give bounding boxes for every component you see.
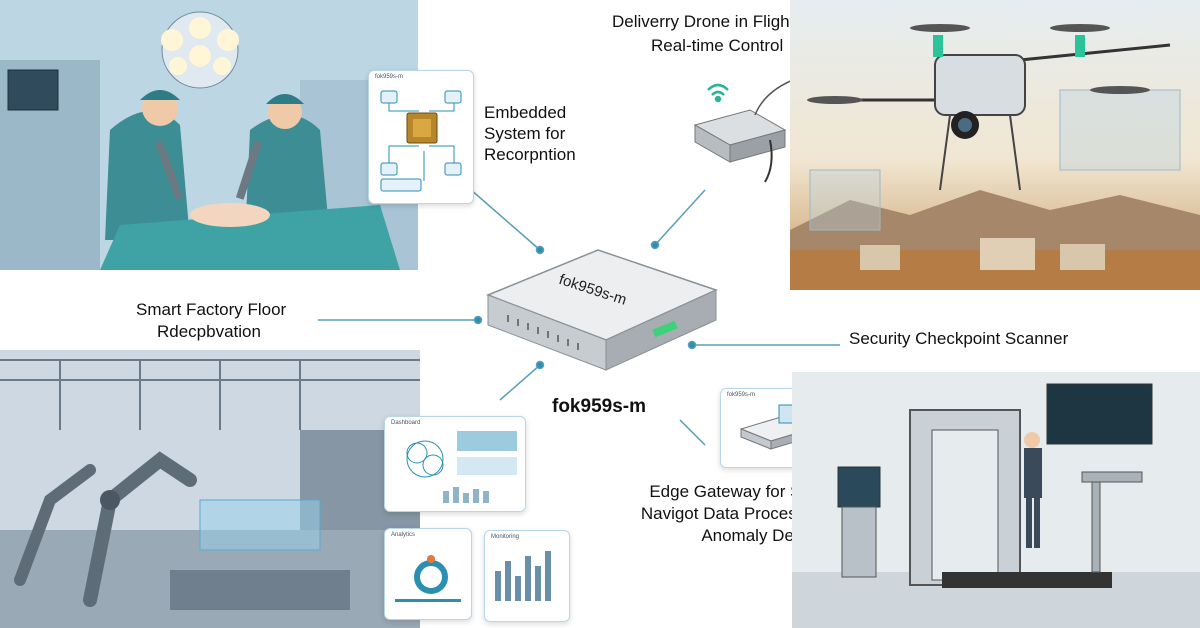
drone-subtitle: Real-time Control [651, 36, 784, 55]
security-title: Security Checkpoint Scanner [849, 329, 1069, 348]
factory-subtitle: Rdecpbvation [157, 322, 261, 341]
drone-panel [790, 0, 1200, 290]
robot-arm-icon [0, 350, 420, 628]
factory-monitoring-card: Monitoring [484, 530, 570, 622]
surgery-panel [0, 0, 418, 270]
network-graph-icon [406, 431, 517, 503]
factory-title: Smart Factory Floor [136, 300, 287, 319]
status-led-icon [652, 320, 678, 338]
drone-title: Deliverry Drone in Flight [612, 12, 795, 31]
wifi-icon [707, 83, 729, 103]
drone-icon [790, 24, 1200, 290]
security-panel [792, 372, 1200, 628]
device-name: fok959s-m [552, 396, 646, 417]
bar-chart-icon [495, 551, 551, 601]
embedded-system-caption: Embedded System for Recorpntion [484, 103, 576, 164]
central-device [485, 249, 719, 371]
donut-chart-icon [395, 555, 461, 602]
surgical-light-icon [161, 11, 239, 89]
gateway-module [693, 77, 799, 183]
embedded-system-card: fok959s-m [368, 70, 474, 204]
security-scanner-illustration [792, 372, 1200, 628]
chip-icon [380, 90, 462, 192]
card-title: fok959s-m [375, 74, 404, 80]
operating-room-illustration [0, 0, 418, 270]
factory-analytics-card: Analytics [384, 528, 472, 620]
factory-panel [0, 350, 420, 628]
factory-dashboard-card: Dashboard [384, 416, 526, 512]
